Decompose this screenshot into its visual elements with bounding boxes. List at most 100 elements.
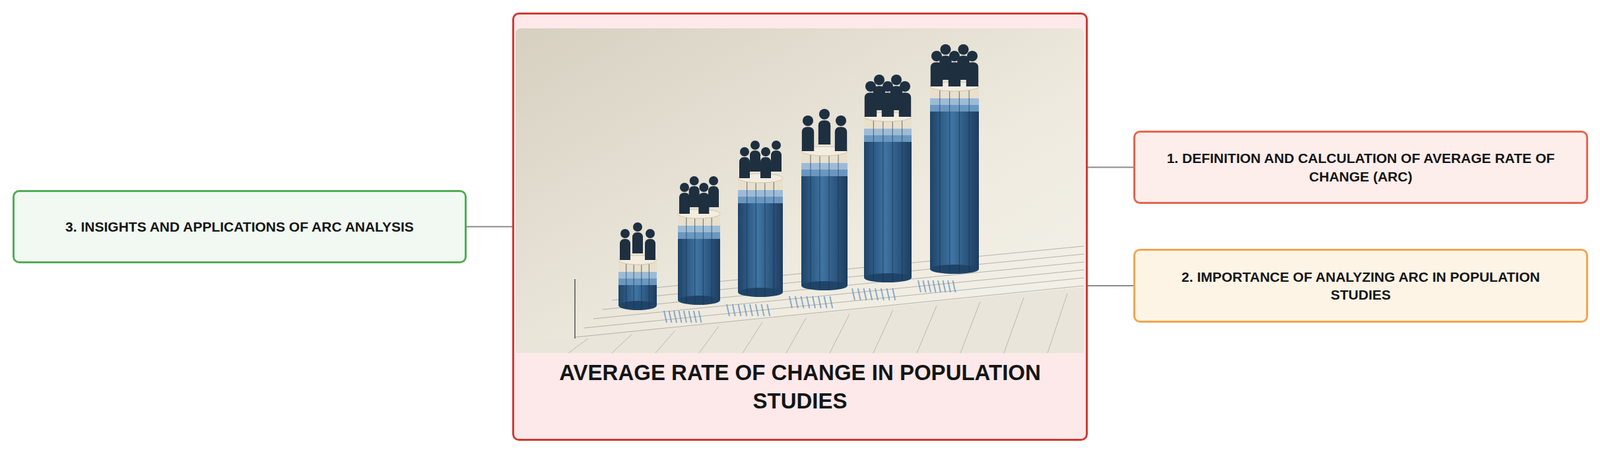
person-head xyxy=(957,44,969,55)
person-figure xyxy=(818,120,831,145)
floor-hatch xyxy=(795,296,799,309)
floor-hatch xyxy=(864,288,867,301)
person-figure xyxy=(749,150,761,172)
person-figure xyxy=(644,238,656,261)
branch-connector xyxy=(466,226,513,228)
floor-hatch xyxy=(918,280,921,293)
floor-hatch xyxy=(726,304,730,317)
grid-line xyxy=(584,277,1084,329)
person-figure xyxy=(966,62,979,87)
floor-hatch xyxy=(812,296,816,309)
floor-hatch xyxy=(923,280,927,293)
floor-hatch xyxy=(801,296,804,309)
person-head xyxy=(802,115,814,127)
person-head xyxy=(873,74,885,86)
floor-hatch xyxy=(858,288,861,301)
population-bar xyxy=(737,140,783,298)
person-figure xyxy=(689,186,700,208)
grid-line xyxy=(1047,293,1068,354)
floor-hatch xyxy=(852,288,855,301)
person-figure xyxy=(834,126,847,152)
floor-hatch xyxy=(875,288,878,301)
floor-hatch xyxy=(689,310,692,323)
person-head xyxy=(939,44,951,55)
floor-hatch xyxy=(679,310,682,323)
floor-hatch xyxy=(869,288,872,301)
branch-connector xyxy=(1087,285,1134,287)
floor-hatch xyxy=(664,310,667,323)
floor-hatch xyxy=(738,304,742,317)
axis-line xyxy=(574,279,576,339)
person-figure xyxy=(760,157,771,179)
person-head xyxy=(679,182,690,193)
person-figure xyxy=(801,126,814,152)
floor-hatch xyxy=(789,296,793,309)
floor-hatch xyxy=(928,280,931,293)
person-head xyxy=(966,50,978,62)
person-head xyxy=(620,229,630,239)
central-topic: AVERAGE RATE OF CHANGE IN POPULATION STU… xyxy=(512,12,1088,441)
population-bar xyxy=(677,176,721,305)
floor-hatch xyxy=(732,304,736,317)
person-head xyxy=(750,140,760,150)
person-head xyxy=(891,74,902,86)
grid-line xyxy=(960,301,981,354)
illustration-background xyxy=(515,28,1084,354)
floor-hatch xyxy=(947,280,951,293)
population-bar xyxy=(930,44,979,274)
floor-hatch xyxy=(766,304,770,317)
floor-hatch xyxy=(887,288,890,301)
floor-hatch xyxy=(892,288,896,301)
floor-hatch xyxy=(829,296,833,309)
floor-hatch xyxy=(743,304,747,317)
person-head xyxy=(708,176,719,186)
person-head xyxy=(633,222,643,232)
floor-plane xyxy=(515,287,1084,354)
grid-line xyxy=(568,338,589,354)
floor-hatch xyxy=(669,310,672,323)
population-bar xyxy=(618,222,657,311)
grid-line xyxy=(829,314,850,354)
person-head xyxy=(689,176,700,186)
person-head xyxy=(899,81,911,92)
central-title: AVERAGE RATE OF CHANGE IN POPULATION STU… xyxy=(533,359,1067,416)
floor-hatch xyxy=(749,304,753,317)
person-figure xyxy=(619,238,631,261)
floor-hatch xyxy=(881,288,884,301)
floor-hatch xyxy=(818,296,822,309)
person-figure xyxy=(899,92,911,117)
grid-line xyxy=(916,305,937,354)
person-head xyxy=(835,115,847,127)
floor-hatch xyxy=(824,296,828,309)
person-head xyxy=(771,140,781,150)
person-figure xyxy=(770,150,782,172)
floor-hatch xyxy=(943,280,946,293)
person-head xyxy=(739,147,750,157)
branch-connector xyxy=(1087,166,1134,169)
person-head xyxy=(699,182,709,193)
person-head xyxy=(761,147,771,157)
floor-hatch xyxy=(953,280,956,293)
branch-topic: 3. INSIGHTS AND APPLICATIONS OF ARC ANAL… xyxy=(12,190,467,264)
floor-hatch xyxy=(683,310,687,323)
floor-hatch xyxy=(933,280,936,293)
person-figure xyxy=(708,186,719,208)
person-head xyxy=(645,229,655,239)
floor-hatch xyxy=(699,310,702,323)
floor-hatch xyxy=(755,304,759,317)
topic-label: 1. DEFINITION AND CALCULATION OF AVERAGE… xyxy=(1152,149,1569,186)
branch-topic: 1. DEFINITION AND CALCULATION OF AVERAGE… xyxy=(1133,130,1589,204)
grid-line xyxy=(655,330,676,354)
population-bar-illustration xyxy=(515,28,1084,354)
floor-hatch xyxy=(937,280,941,293)
person-head xyxy=(819,108,830,120)
person-figure xyxy=(632,232,643,254)
floor-hatch xyxy=(673,310,677,323)
floor-hatch xyxy=(806,296,810,309)
person-figure xyxy=(739,157,750,179)
population-bar xyxy=(801,108,848,291)
floor-hatch xyxy=(761,304,765,317)
population-bar xyxy=(864,74,912,283)
grid-line xyxy=(699,326,719,354)
